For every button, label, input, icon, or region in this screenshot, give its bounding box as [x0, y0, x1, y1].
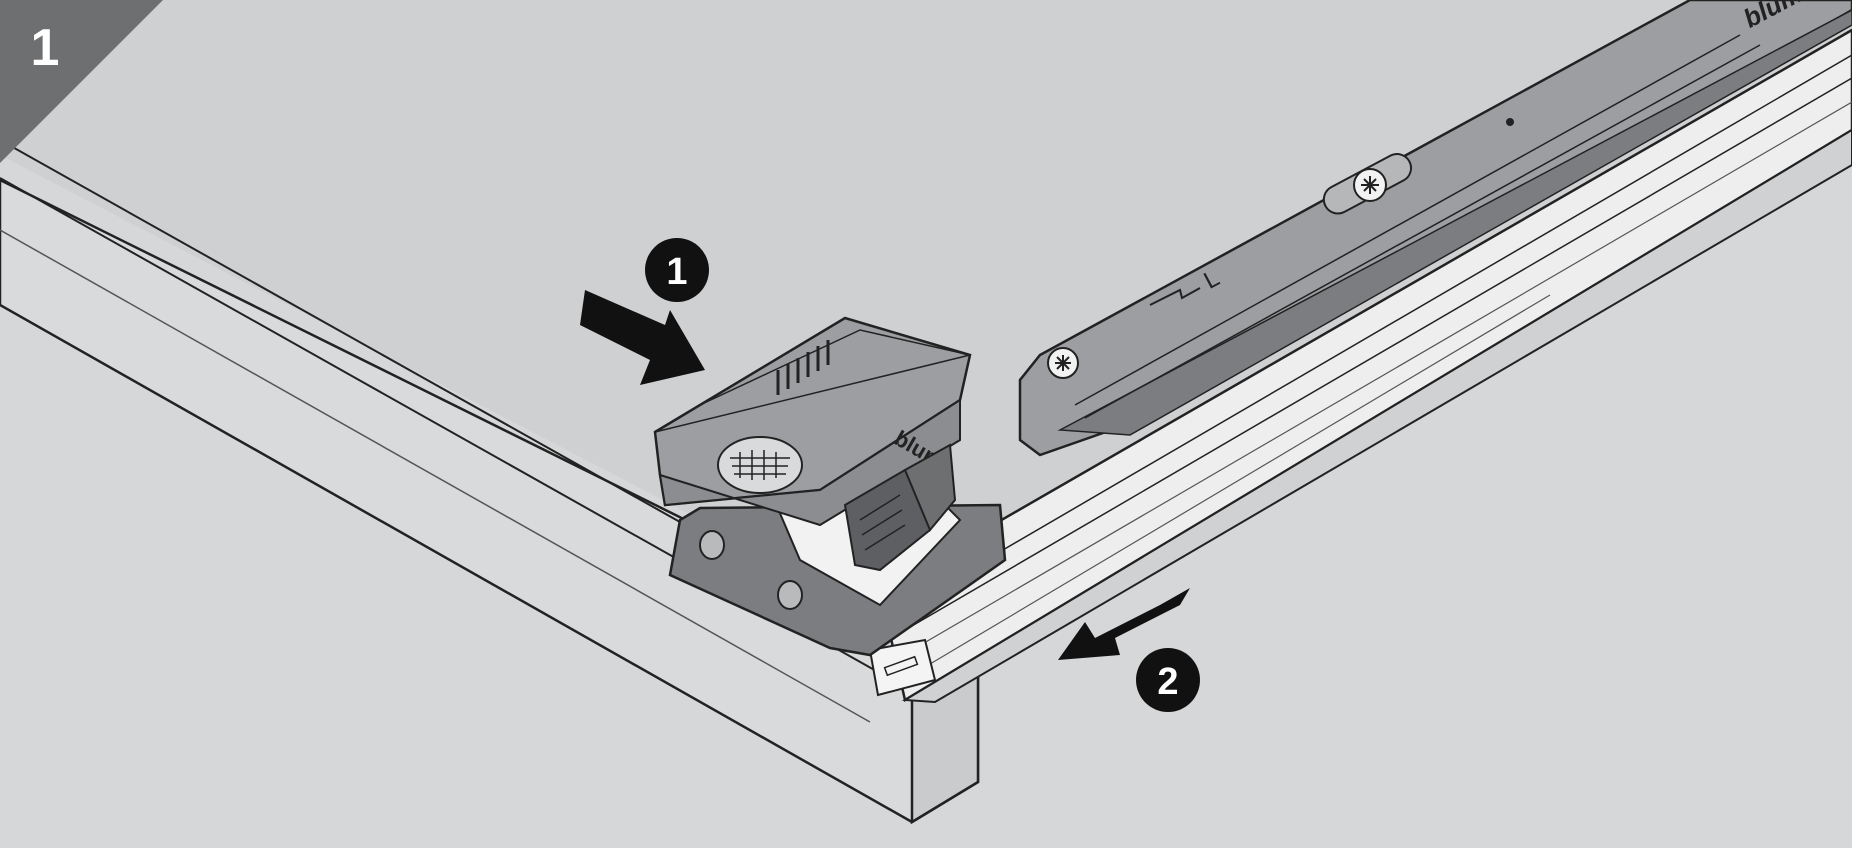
- screw-icon: [1047, 347, 1079, 379]
- grille-icon: [776, 340, 830, 395]
- callout-2: 2: [1136, 648, 1200, 712]
- release-lever: [843, 443, 957, 572]
- callout-1-label: 1: [666, 251, 687, 293]
- push-in-arrow-icon: [580, 290, 705, 385]
- callout-1: 1: [645, 238, 709, 302]
- step-badge: 1: [0, 0, 163, 163]
- callout-2-label: 2: [1157, 661, 1178, 703]
- screw-icon: [1322, 153, 1413, 215]
- drawer-runner: [868, 28, 1852, 704]
- locking-device: blum: [653, 316, 1007, 657]
- arrow-left-icon: [1149, 287, 1201, 306]
- runner-carrier: L blum: [1018, 0, 1852, 457]
- adjustment-wheel-icon: [717, 436, 803, 494]
- step-number: 1: [31, 19, 60, 77]
- pull-out-arrow-icon: [1058, 588, 1190, 660]
